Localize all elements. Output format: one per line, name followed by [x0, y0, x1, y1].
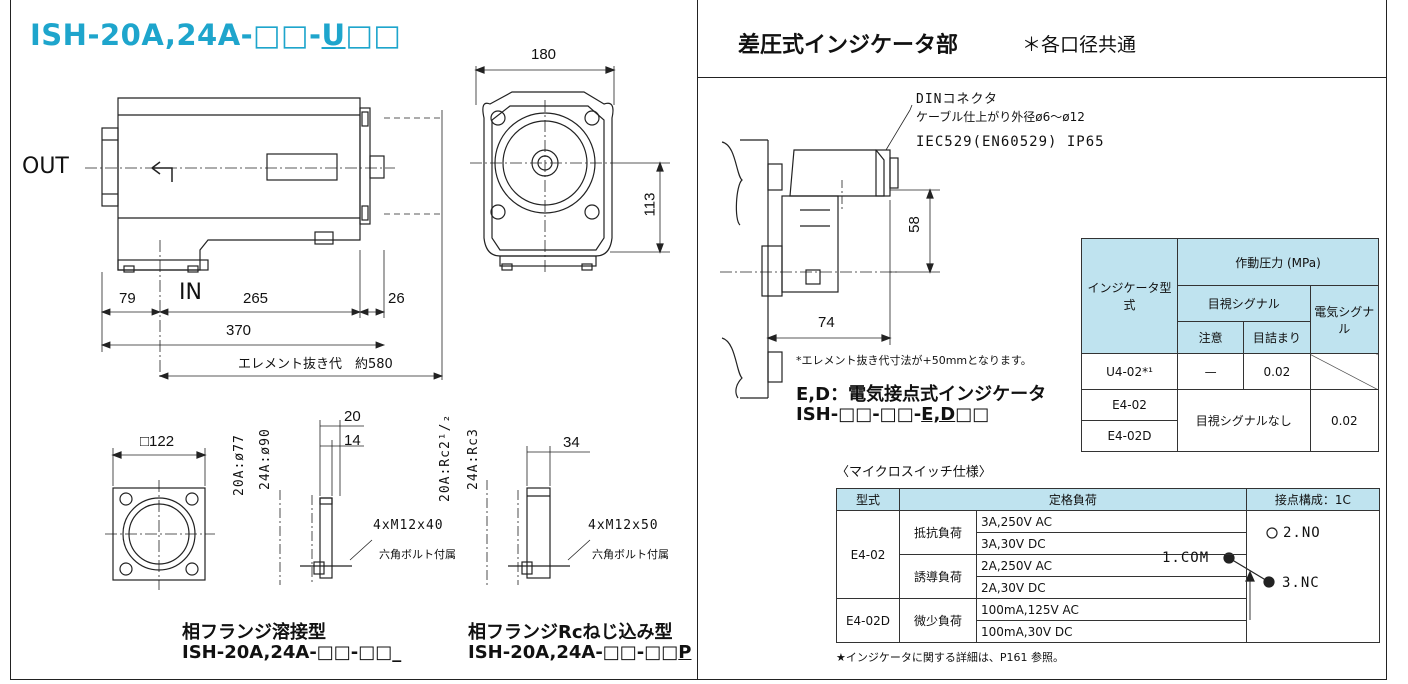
- indicator-section-title: 差圧式インジケータ部: [738, 33, 959, 58]
- cell-e402-type: E4-02: [1081, 389, 1178, 421]
- cell-ms-r1: 3A,250V AC: [976, 510, 1247, 533]
- cell-ms-resistive: 抵抗負荷: [899, 510, 977, 555]
- dim-34: 34: [563, 434, 580, 451]
- bolt-spec-50: 4xM12x50: [588, 518, 659, 533]
- rc-flange-title: 相フランジRcねじ込み型: [468, 622, 673, 643]
- model-title: ISH-20A,24A-□□-U□□: [30, 18, 402, 52]
- th-ms-contact: 接点構成：1C: [1245, 488, 1381, 511]
- main-dimension-lines: [100, 250, 444, 380]
- footnote: ★インジケータに関する詳細は、P161 参照。: [836, 651, 1064, 664]
- microswitch-spec-table: 型式 定格負荷 接点構成：1C E4-02 抵抗負荷 3A,250V AC 3A…: [836, 488, 1381, 643]
- dim-265: 265: [243, 290, 269, 307]
- indicator-spec-table: インジケータ型式 作動圧力 (MPa) 目視シグナル 電気シグナル 注意 目詰ま…: [1081, 238, 1380, 452]
- weld-flange-model: ISH-20A,24A-□□-□□_: [182, 642, 402, 663]
- ed-indicator-model: ISH-□□-□□-E,D□□: [796, 404, 990, 425]
- element-removal-dim: エレメント抜き代 約580: [238, 357, 393, 372]
- cell-ms-e402d: E4-02D: [836, 598, 900, 643]
- th-pressure: 作動圧力 (MPa): [1176, 238, 1380, 286]
- dim-rc2: 20A:Rc2¹/₂: [438, 413, 453, 502]
- dim-sq122: □122: [140, 433, 175, 450]
- dim-79: 79: [119, 290, 136, 307]
- cell-e402d-type: E4-02D: [1081, 420, 1178, 452]
- cell-u402-electric-na: [1309, 353, 1380, 390]
- th-visual-signal: 目視シグナル: [1176, 285, 1311, 322]
- right-header-line: [698, 77, 1387, 78]
- switch-no-label: 2.NO: [1283, 525, 1321, 541]
- th-caution: 注意: [1176, 321, 1245, 354]
- dim-74: 74: [818, 314, 835, 331]
- dim-58: 58: [905, 216, 923, 233]
- cell-ms-e402: E4-02: [836, 510, 900, 599]
- cell-u402-type: U4-02*¹: [1081, 353, 1178, 390]
- cell-u402-clog: 0.02: [1243, 353, 1311, 390]
- indicator-drawing: [720, 104, 940, 399]
- common-note: ＊各口径共通: [1022, 34, 1137, 56]
- dim-26: 26: [388, 290, 405, 307]
- ed-indicator-title: E,D：電気接点式インジケータ: [796, 384, 1047, 405]
- cell-electric-value: 0.02: [1309, 389, 1380, 452]
- housing-end-view: [470, 66, 670, 275]
- rc-flange-side: [486, 446, 591, 585]
- cell-ms-schematic: [1245, 510, 1381, 643]
- dim-dia77: 20A:ø77: [232, 434, 247, 496]
- din-connector-label: DINコネクタ: [916, 92, 998, 107]
- cell-ms-r4: 2A,30V DC: [976, 576, 1247, 599]
- dim-180: 180: [531, 46, 557, 63]
- dim-370: 370: [226, 322, 252, 339]
- dim-14: 14: [344, 432, 361, 449]
- dim-113: 113: [641, 192, 659, 217]
- bolt-spec-40: 4xM12x40: [373, 518, 444, 533]
- dim-dia90: 24A:ø90: [258, 428, 273, 490]
- center-divider: [697, 0, 698, 680]
- element-note: *エレメント抜き代寸法が+50mmとなります。: [796, 354, 1032, 367]
- th-electric-signal: 電気シグナル: [1309, 285, 1380, 354]
- switch-nc-label: 3.NC: [1282, 575, 1320, 591]
- th-clogged: 目詰まり: [1243, 321, 1311, 354]
- in-label: IN: [179, 280, 202, 305]
- iec-rating-label: IEC529(EN60529) IP65: [916, 134, 1105, 150]
- cable-diameter-label: ケーブル仕上がり外径ø6～ø12: [916, 110, 1085, 124]
- bolt-note-rc: 六角ボルト付属: [592, 548, 669, 561]
- cell-ms-r6: 100mA,30V DC: [976, 620, 1247, 643]
- th-indicator-type: インジケータ型式: [1081, 238, 1178, 354]
- rc-flange-model: ISH-20A,24A-□□-□□P: [468, 642, 692, 663]
- cell-ms-inductive: 誘導負荷: [899, 554, 977, 599]
- weld-flange-side: [279, 420, 373, 585]
- switch-com-label: 1.COM: [1162, 550, 1210, 566]
- cell-no-visual: 目視シグナルなし: [1176, 389, 1311, 452]
- dim-rc3: 24A:Rc3: [466, 428, 481, 490]
- th-ms-type: 型式: [836, 488, 900, 511]
- bolt-note-weld: 六角ボルト付属: [379, 548, 456, 561]
- th-ms-rating: 定格負荷: [899, 488, 1247, 511]
- out-label: OUT: [22, 154, 69, 179]
- square-flange-view: [105, 448, 215, 590]
- dim-20: 20: [344, 408, 361, 425]
- weld-flange-title: 相フランジ溶接型: [182, 622, 326, 643]
- housing-side-view: [85, 97, 443, 380]
- cell-ms-r5: 100mA,125V AC: [976, 598, 1247, 621]
- microswitch-title: 〈マイクロスイッチ仕様〉: [836, 465, 992, 480]
- cell-ms-micro: 微少負荷: [899, 598, 977, 643]
- page-frame: [10, 0, 1387, 680]
- cell-u402-caution: —: [1176, 353, 1245, 390]
